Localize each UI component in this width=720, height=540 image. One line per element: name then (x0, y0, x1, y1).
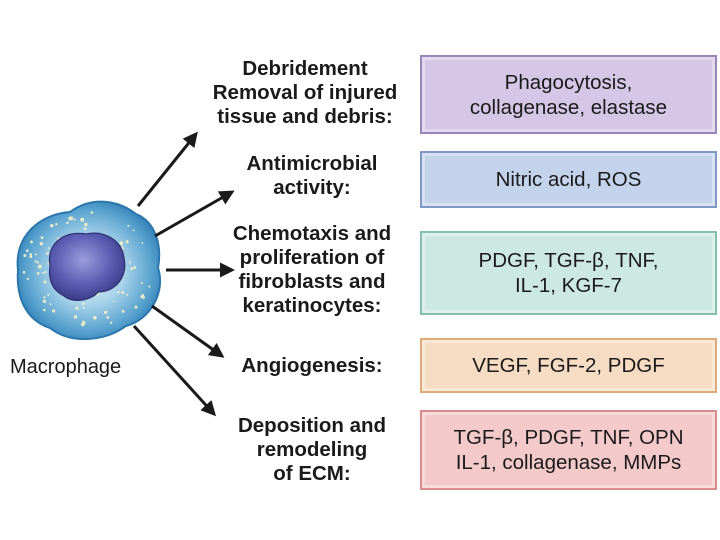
arrow-debridement (136, 131, 198, 207)
granule (142, 296, 146, 299)
granule (55, 222, 58, 226)
mediator-text-chemotaxis: PDGF, TGF-β, TNF, IL-1, KGF-7 (478, 249, 659, 297)
granule (47, 247, 50, 250)
category-chemotaxis: Chemotaxis and proliferation of fibrobla… (232, 222, 392, 317)
granule (29, 255, 33, 259)
granule (40, 236, 44, 240)
granule (47, 293, 50, 296)
granule (50, 224, 54, 228)
granule (134, 305, 138, 309)
granule (43, 280, 47, 284)
granule (141, 241, 144, 244)
granule (25, 249, 29, 252)
arrow-deposition (132, 324, 217, 417)
granule (66, 221, 69, 225)
granule (80, 217, 85, 222)
granule (82, 320, 85, 324)
granule (73, 315, 78, 319)
granule (110, 321, 113, 324)
category-deposition: Deposition and remodeling of ECM: (237, 414, 387, 485)
mediator-box-chemotaxis: PDGF, TGF-β, TNF, IL-1, KGF-7 (420, 231, 717, 315)
granule (121, 290, 125, 295)
granule (36, 272, 40, 275)
category-antimicrobial: Antimicrobial activity: (246, 152, 378, 199)
mediator-box-deposition: TGF-β, PDGF, TNF, OPN IL-1, collagenase,… (420, 410, 717, 490)
granule (80, 322, 85, 327)
cell-nucleus (48, 232, 126, 301)
granule (84, 222, 88, 227)
granule (117, 291, 120, 294)
macrophage-label: Macrophage (10, 356, 122, 378)
granule (128, 261, 131, 264)
granule (113, 300, 115, 303)
granule (125, 240, 129, 244)
granule (43, 308, 46, 312)
mediator-text-debridement: Phagocytosis, collagenase, elastase (469, 70, 668, 119)
granule (90, 211, 94, 214)
granule (46, 252, 49, 255)
granule (23, 253, 27, 258)
granule (39, 241, 44, 246)
granule (42, 272, 45, 275)
granule (106, 316, 110, 319)
granule (49, 303, 52, 306)
granule (42, 299, 47, 303)
category-angiogenesis: Angiogenesis: (241, 354, 383, 377)
granule (104, 310, 108, 314)
granule (121, 309, 125, 313)
mediator-text-antimicrobial: Nitric acid, ROS (495, 168, 642, 191)
granule (141, 282, 143, 284)
granule (69, 216, 74, 221)
granule (140, 295, 143, 298)
granule (36, 261, 39, 264)
mediator-box-angiogenesis: VEGF, FGF-2, PDGF (420, 338, 717, 393)
mediator-text-deposition: TGF-β, PDGF, TNF, OPN IL-1, collagenase,… (453, 426, 684, 474)
granule (126, 293, 129, 296)
granule (29, 253, 32, 256)
arrow-angiogenesis (151, 304, 225, 358)
granule (148, 285, 151, 288)
category-debridement: Debridement Removal of injured tissue an… (212, 57, 398, 128)
granule (44, 270, 47, 274)
granule (75, 306, 79, 310)
mediator-box-antimicrobial: Nitric acid, ROS (420, 151, 717, 208)
arrow-antimicrobial (154, 190, 235, 238)
granule (30, 240, 33, 244)
granule (132, 229, 135, 232)
granule (37, 264, 42, 269)
granule (83, 227, 87, 231)
granule (93, 315, 97, 320)
granule (119, 241, 124, 246)
granule (73, 218, 76, 221)
granule (34, 253, 37, 256)
granule (34, 260, 37, 263)
granule (82, 302, 85, 305)
granule (133, 266, 137, 269)
mediator-box-debridement: Phagocytosis, collagenase, elastase (420, 55, 717, 134)
granule (26, 277, 30, 281)
arrows (132, 131, 235, 417)
macrophage-cell-icon (16, 200, 162, 340)
granule (130, 267, 134, 271)
mediator-text-angiogenesis: VEGF, FGF-2, PDGF (472, 354, 665, 377)
granule (52, 309, 56, 313)
granule (127, 224, 130, 228)
granule (22, 270, 26, 274)
granule (82, 306, 85, 309)
granule (43, 296, 46, 299)
